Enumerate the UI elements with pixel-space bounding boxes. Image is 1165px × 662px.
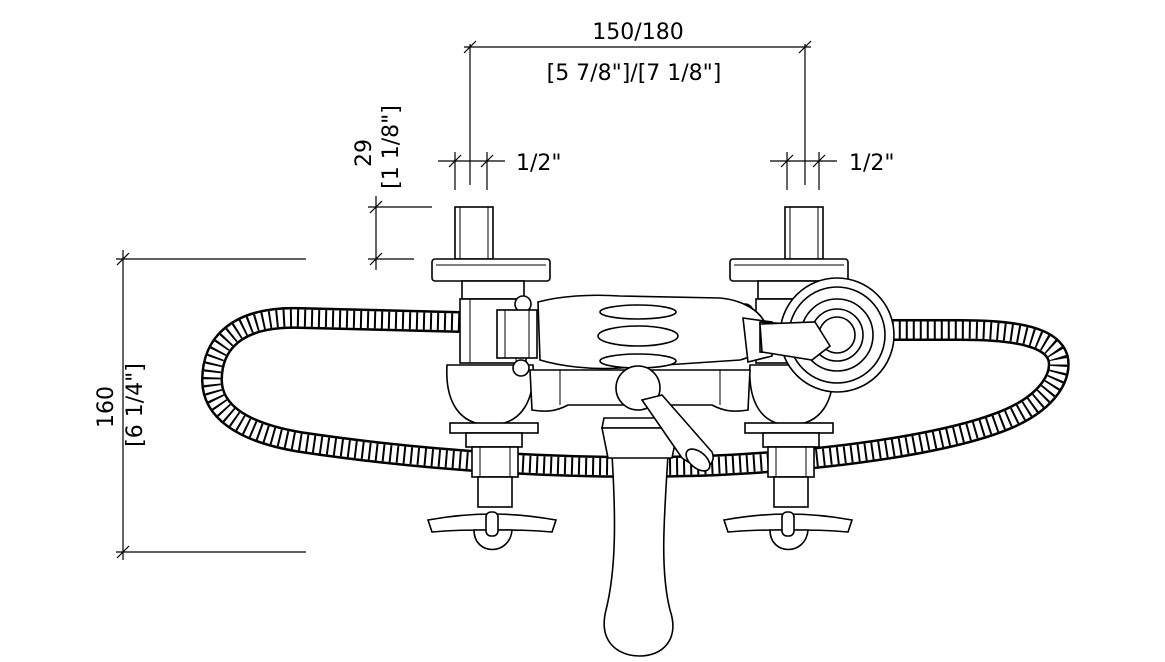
dim-height-mm: 160 (94, 386, 119, 428)
left-handle-hub (473, 529, 513, 551)
barrel-groove-middle (597, 325, 679, 347)
diverter-lever (615, 365, 714, 472)
dim-riser: 29 [1 1/8"] (352, 105, 432, 270)
left-lower-flange (449, 422, 539, 434)
right-riser (784, 206, 824, 260)
dim-inlet-left: 1/2" (438, 151, 562, 190)
barrel-groove-top (599, 304, 677, 320)
handshower-holder (759, 277, 895, 393)
right-handle-hub (769, 529, 809, 551)
left-indicator-bottom (512, 359, 530, 377)
left-lower-nut (465, 432, 523, 448)
spout (601, 417, 679, 657)
diverter-tip (685, 448, 711, 472)
left-coupling (496, 309, 538, 359)
left-stem (471, 446, 519, 478)
left-handle-slot (485, 511, 499, 537)
dim-centers-in: [5 7/8"]/[7 1/8"] (547, 61, 722, 86)
dim-centers: 150/180 [5 7/8"]/[7 1/8"] (463, 20, 812, 185)
dim-riser-in: [1 1/8"] (379, 105, 404, 189)
left-riser (454, 206, 494, 260)
holder-arm (759, 321, 832, 361)
left-nut (461, 280, 525, 300)
mixer-body (496, 294, 833, 412)
right-lower-nut (762, 432, 820, 448)
right-lower-flange (744, 422, 834, 434)
dim-inlet-left-label: 1/2" (516, 151, 562, 176)
dim-riser-mm: 29 (352, 139, 377, 167)
dim-centers-mm: 150/180 (592, 20, 683, 45)
dim-inlet-right: 1/2" (770, 151, 895, 190)
dim-height-in: [6 1/4"] (123, 363, 148, 447)
right-handle-slot (781, 511, 795, 537)
right-stem (767, 446, 815, 478)
left-valve-assembly (426, 206, 558, 551)
left-stem-lower (477, 476, 513, 508)
dim-inlet-right-label: 1/2" (849, 151, 895, 176)
dim-height: 160 [6 1/4"] (94, 250, 306, 560)
right-stem-lower (773, 476, 809, 508)
left-flange (431, 258, 551, 282)
